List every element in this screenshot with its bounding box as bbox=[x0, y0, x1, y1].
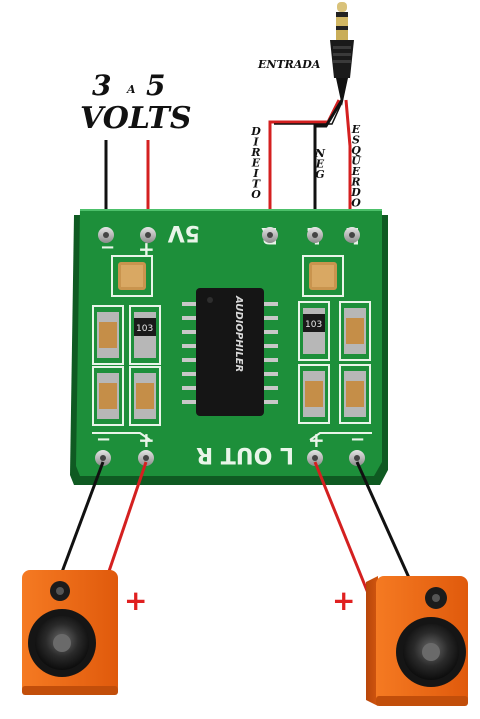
voltage-min: 3 bbox=[92, 69, 111, 102]
speaker-right-wire-positive bbox=[313, 461, 372, 599]
power-label: 3 A 5 VOLTS bbox=[80, 69, 192, 136]
audio-jack-plug bbox=[330, 2, 354, 106]
speaker-left-wire-negative bbox=[60, 461, 105, 573]
voltage-unit: VOLTS bbox=[80, 101, 192, 136]
chip-label: AUDIOPHILER bbox=[233, 295, 244, 372]
board-plus-power: + bbox=[138, 237, 155, 261]
input-wires bbox=[268, 99, 352, 230]
speaker-left-polarity: + bbox=[124, 584, 147, 617]
speaker-left bbox=[22, 570, 118, 695]
board-plus-out-right: + bbox=[308, 428, 325, 452]
board-output-label: L OUT R bbox=[196, 442, 294, 467]
right-passive-components: 103 bbox=[303, 308, 366, 417]
board-plus-out-left: + bbox=[138, 428, 155, 452]
speaker-right-wire-negative bbox=[355, 461, 412, 581]
board-minus-out-right: − bbox=[350, 429, 365, 450]
voltage-max: 5 bbox=[146, 69, 165, 102]
left-passive-components: 103 bbox=[97, 312, 156, 419]
speaker-left-wire-positive bbox=[102, 461, 148, 587]
resistor-code-right: 103 bbox=[305, 320, 322, 330]
input-label: ENTRADA bbox=[257, 58, 321, 71]
board-minus-out-left: − bbox=[96, 429, 111, 450]
amplifier-chip bbox=[196, 288, 264, 416]
speaker-right-polarity: + bbox=[332, 584, 355, 617]
speaker-right bbox=[366, 576, 468, 706]
board-power-label: 5V bbox=[168, 220, 200, 245]
board-pins bbox=[95, 227, 365, 466]
resistor-code-left: 103 bbox=[136, 324, 153, 334]
amplifier-board: − + 5V R L L L OUT R − + + − 103 bbox=[70, 209, 388, 485]
chip-legs bbox=[182, 302, 278, 404]
voltage-connector: A bbox=[126, 83, 136, 96]
